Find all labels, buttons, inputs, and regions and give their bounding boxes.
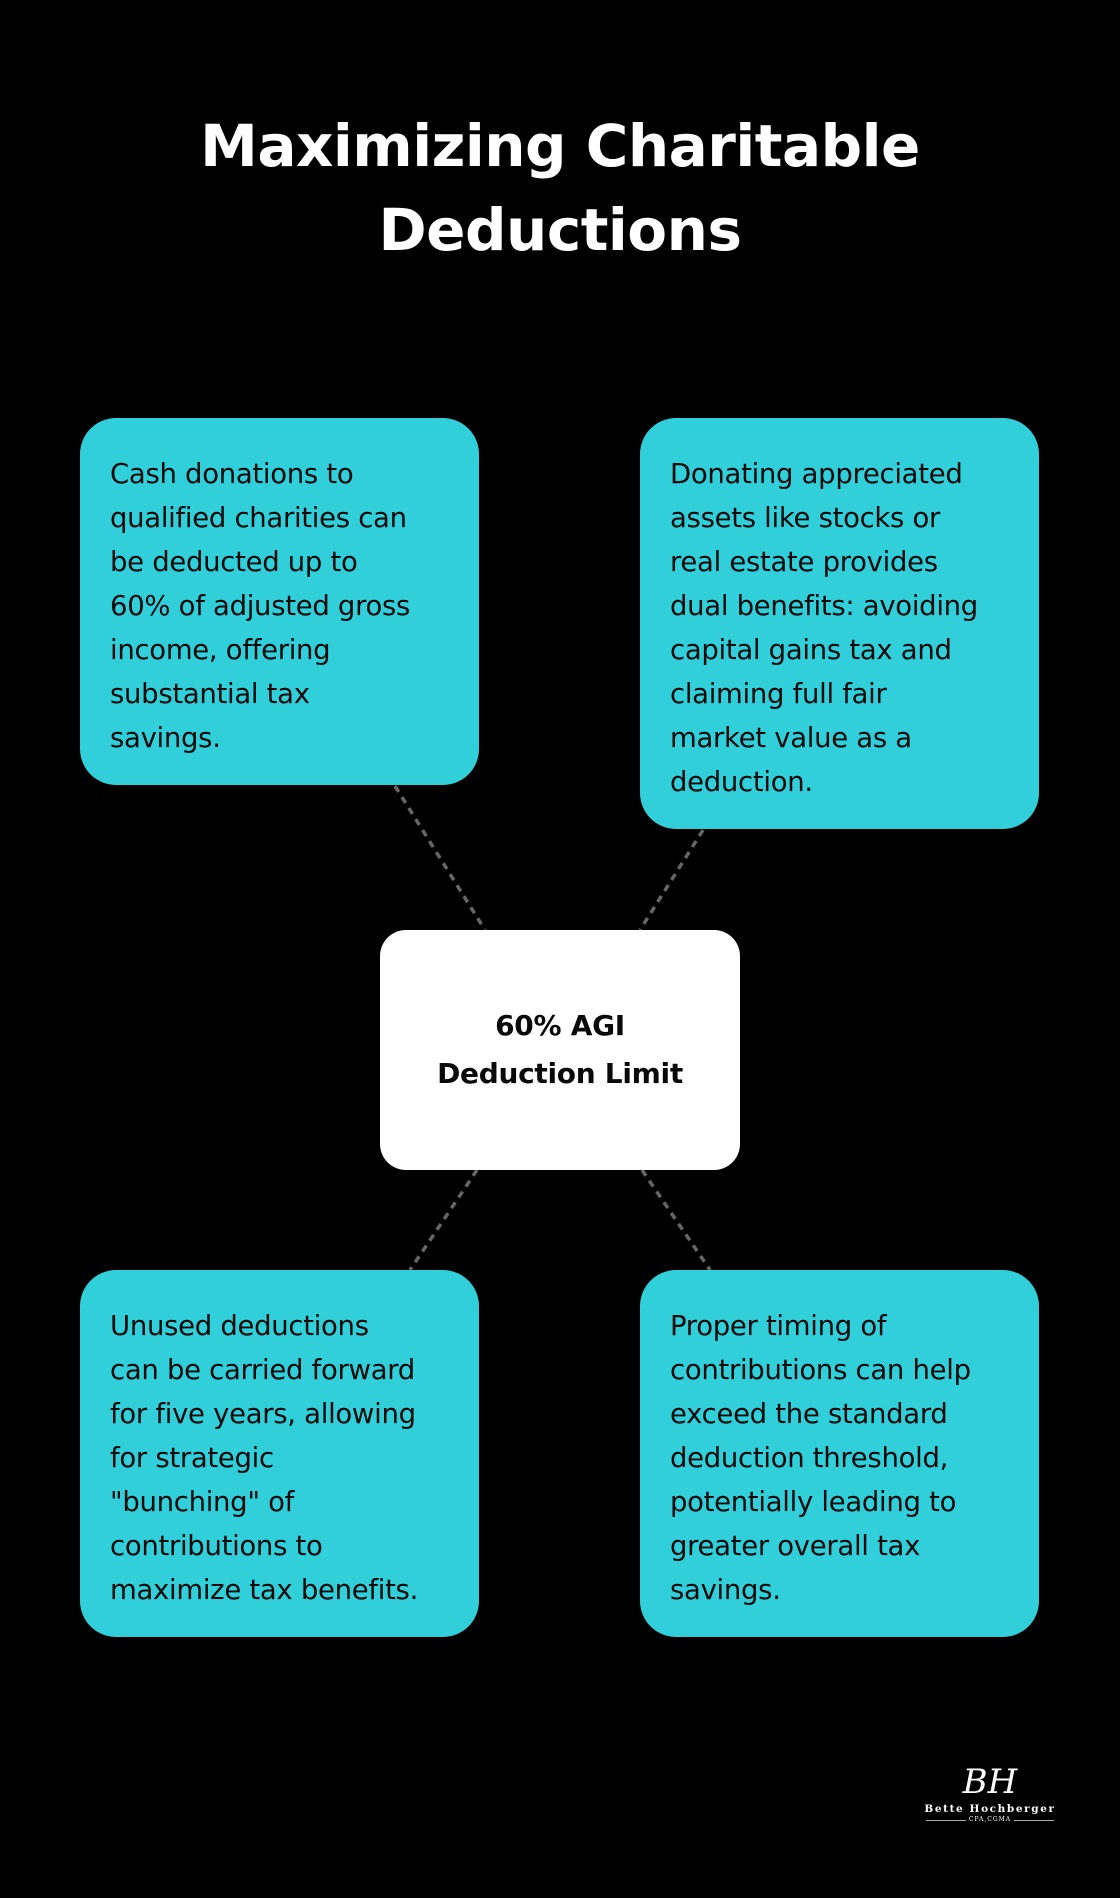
brand-logo: BH Bette Hochberger CPA,CGMA [920, 1762, 1060, 1842]
box-text-line: can be carried forward [110, 1354, 415, 1386]
connector-bottom-right [640, 1169, 712, 1271]
connector-top-left [393, 785, 487, 931]
box-text-line: deduction threshold, [670, 1442, 949, 1474]
title-line-2: Deductions [378, 196, 742, 264]
box-text-line: contributions to [110, 1530, 323, 1562]
box-text-line: for five years, allowing [110, 1398, 416, 1430]
box-text-line: for strategic [110, 1442, 274, 1474]
box-text-line: substantial tax [110, 678, 310, 710]
box-text-line: income, offering [110, 634, 331, 666]
center-node-agi-limit: 60% AGI Deduction Limit [380, 930, 740, 1170]
box-text-line: be deducted up to [110, 546, 358, 578]
logo-credentials: CPA,CGMA [920, 1816, 1060, 1824]
box-text-line: potentially leading to [670, 1486, 957, 1518]
box-text-line: "bunching" of [110, 1486, 295, 1518]
connector-top-right [638, 829, 705, 931]
box-text-line: assets like stocks or [670, 502, 941, 534]
box-text-line: contributions can help [670, 1354, 971, 1386]
center-line-2: Deduction Limit [437, 1057, 683, 1090]
box-text-line: qualified charities can [110, 502, 407, 534]
box-text-line: Unused deductions [110, 1310, 369, 1342]
box-text-line: greater overall tax [670, 1530, 921, 1562]
info-box-carry-forward: Unused deductions can be carried forward… [80, 1270, 479, 1637]
title-line-1: Maximizing Charitable [200, 112, 920, 180]
box-text-line: Donating appreciated [670, 458, 963, 490]
box-text-line: maximize tax benefits. [110, 1574, 419, 1606]
page-title: Maximizing Charitable Deductions [0, 104, 1120, 272]
box-text-line: market value as a [670, 722, 912, 754]
box-text-line: Proper timing of [670, 1310, 887, 1342]
info-box-cash-donations: Cash donations to qualified charities ca… [80, 418, 479, 785]
connector-bottom-left [408, 1169, 479, 1271]
box-text-line: capital gains tax and [670, 634, 952, 666]
monogram-icon: BH [962, 1762, 1018, 1802]
box-text-line: savings. [110, 722, 221, 754]
box-text-line: claiming full fair [670, 678, 887, 710]
box-text-line: savings. [670, 1574, 781, 1606]
box-text-line: Cash donations to [110, 458, 354, 490]
box-text-line: exceed the standard [670, 1398, 948, 1430]
box-text-line: 60% of adjusted gross [110, 590, 411, 622]
box-text-line: dual benefits: avoiding [670, 590, 978, 622]
center-line-1: 60% AGI [495, 1009, 625, 1042]
info-box-timing: Proper timing of contributions can help … [640, 1270, 1039, 1637]
info-box-appreciated-assets: Donating appreciated assets like stocks … [640, 418, 1039, 829]
box-text-line: real estate provides [670, 546, 938, 578]
logo-name: Bette Hochberger [924, 1803, 1056, 1815]
box-text-line: deduction. [670, 766, 813, 798]
